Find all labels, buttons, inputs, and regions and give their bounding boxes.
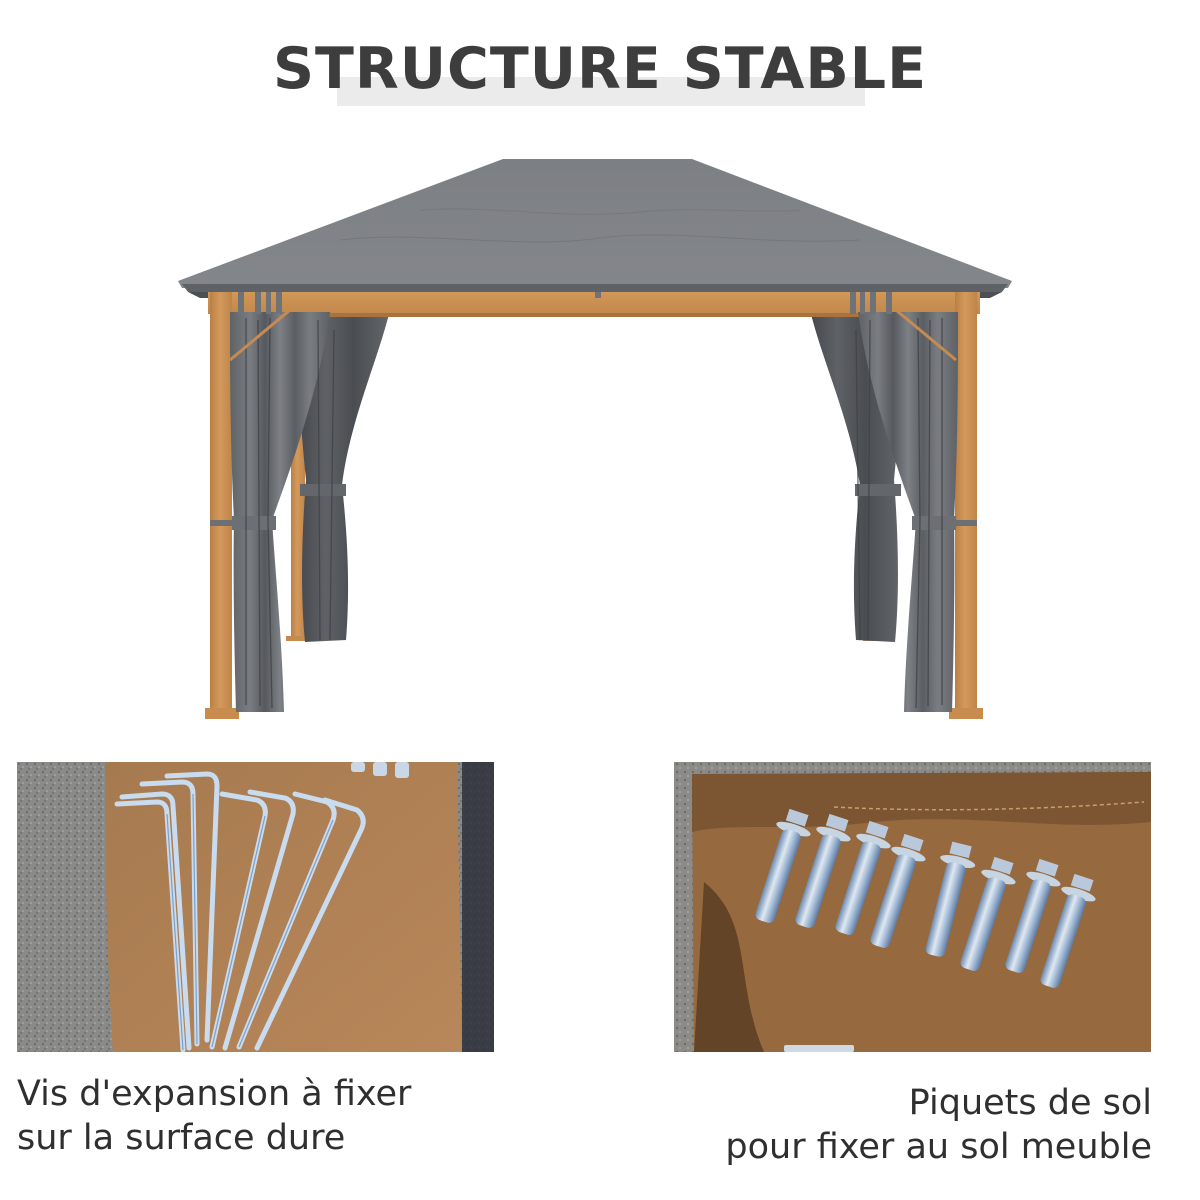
expansion-bolts-photo [674,762,1151,1052]
caption-right-line2: pour fixer au sol meuble [725,1127,1152,1167]
gazebo-illustration [178,159,1012,719]
front-post-right [949,292,983,719]
ground-stakes-image [17,762,494,1052]
ground-stakes-photo [17,762,494,1052]
caption-right-line1: Piquets de sol [908,1083,1152,1123]
header: STRUCTURE STABLE [0,28,1200,118]
caption-ground-stakes: Piquets de sol pour fixer au sol meuble [725,1081,1152,1169]
caption-left-line2: sur la surface dure [17,1118,346,1158]
front-post-left [205,292,239,719]
caption-expansion-bolts: Vis d'expansion à fixer sur la surface d… [17,1072,411,1160]
caption-left-line1: Vis d'expansion à fixer [17,1074,412,1114]
title-highlight-bar [337,77,865,106]
expansion-bolts-image [674,762,1151,1052]
page-title: STRUCTURE STABLE [272,36,928,102]
